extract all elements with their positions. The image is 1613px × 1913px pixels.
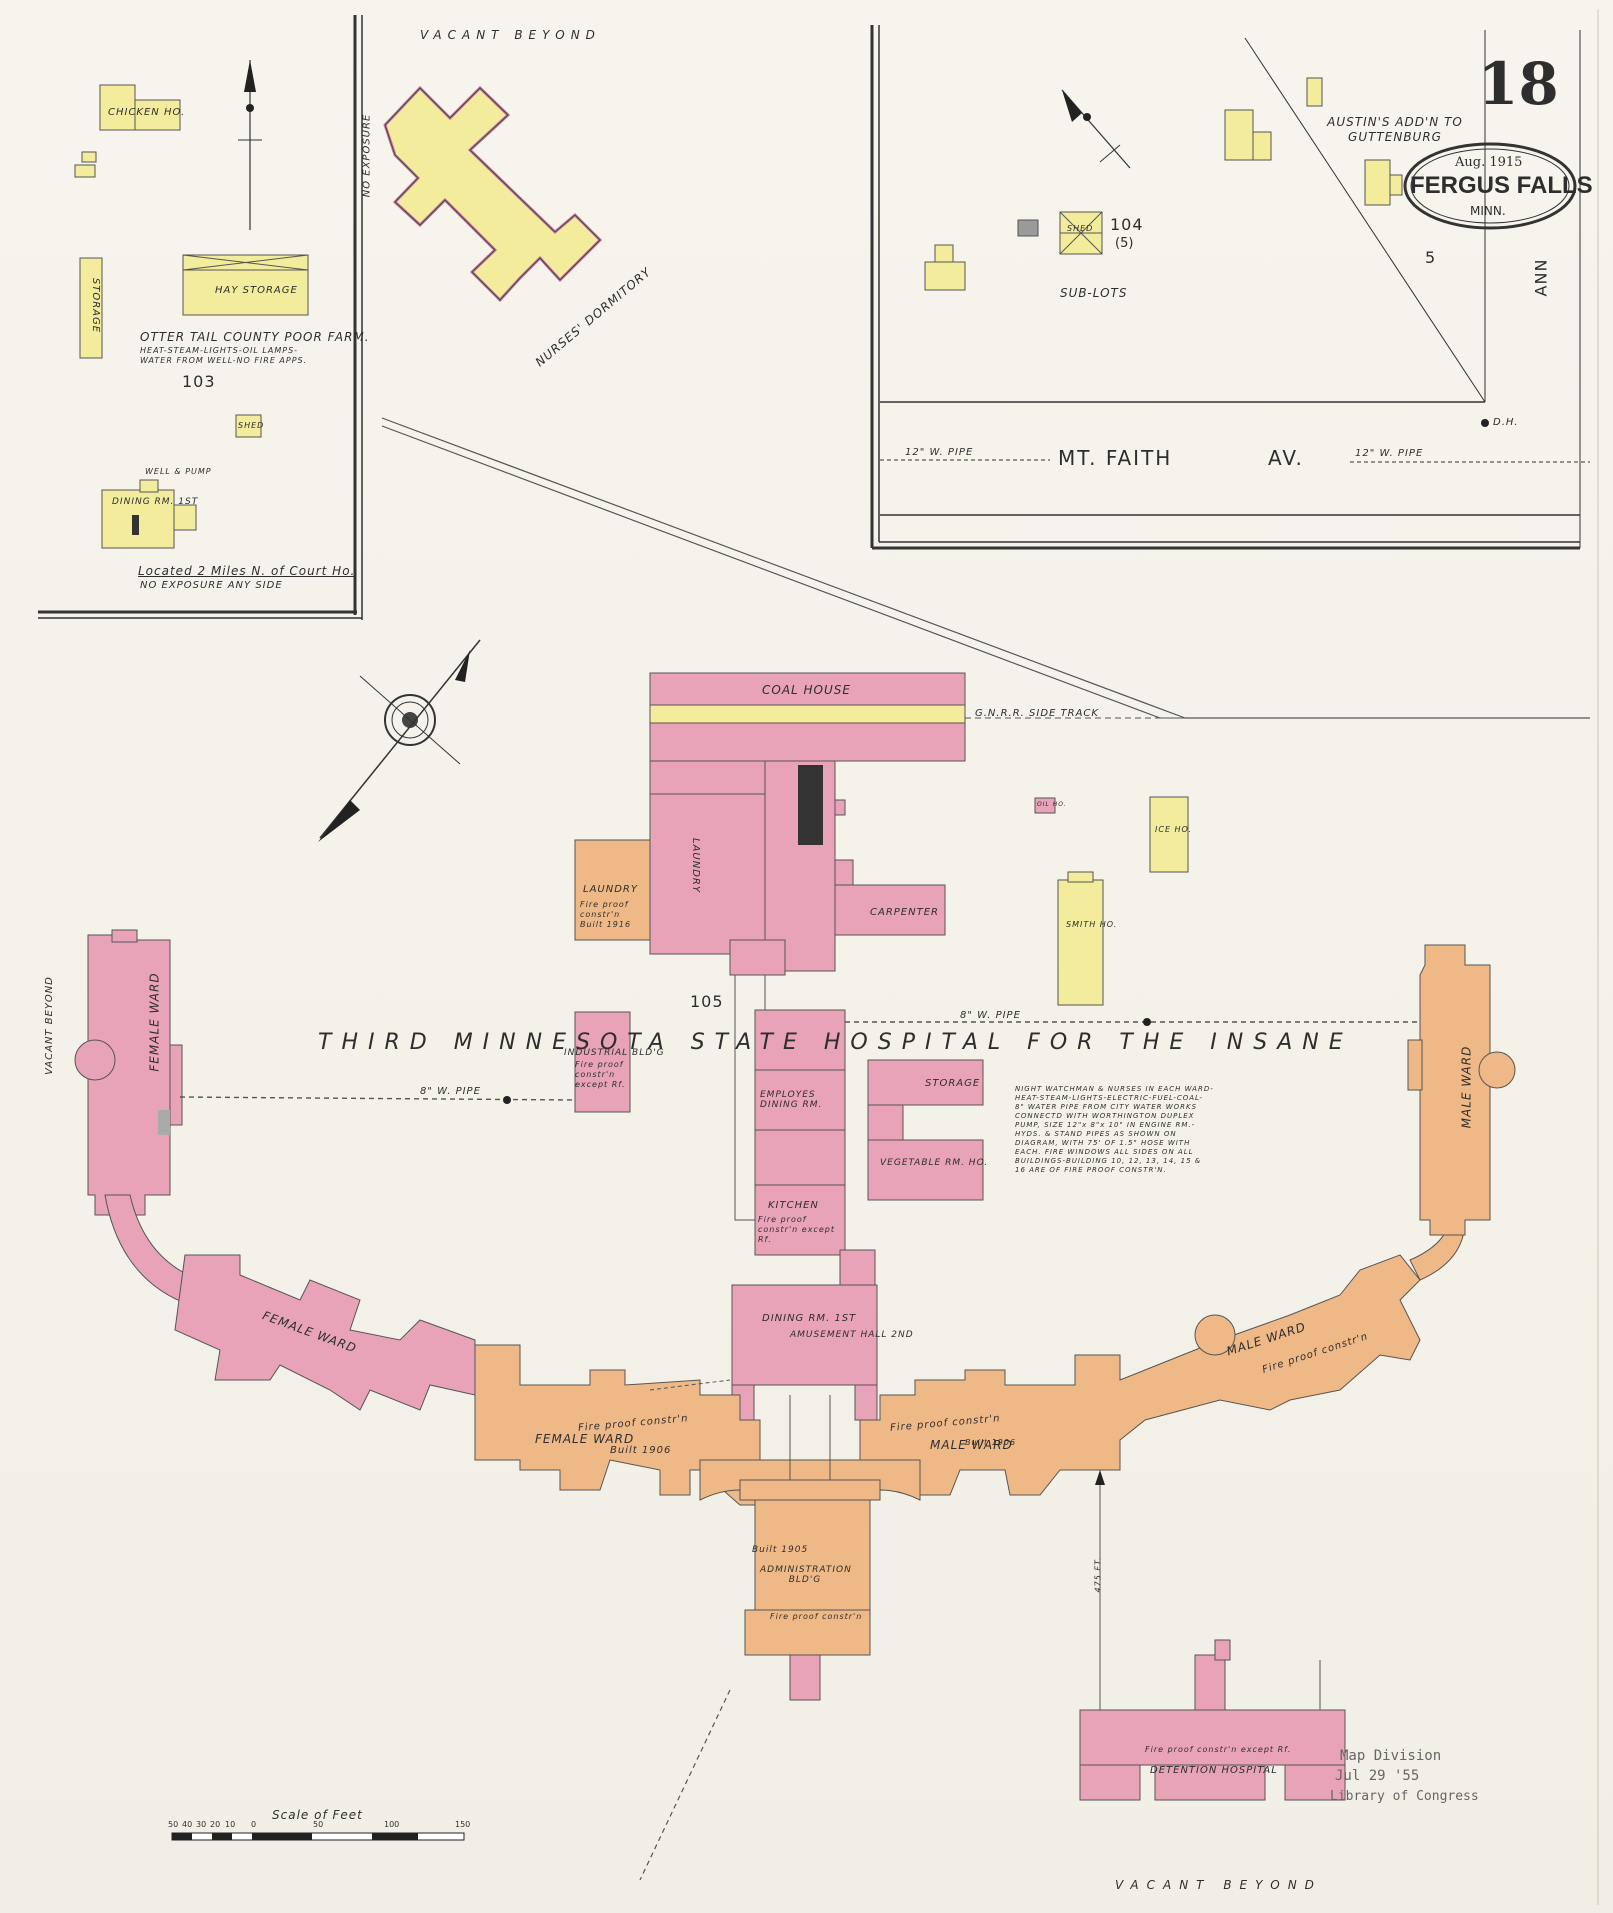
- poor-farm-shed: SHED: [238, 421, 265, 430]
- storage-label: STORAGE: [925, 1078, 981, 1089]
- vacant-beyond-top: VACANT BEYOND: [420, 28, 601, 42]
- subdivision-buildings: [924, 77, 1403, 291]
- poor-farm-dining: DINING RM. 1ST: [112, 497, 199, 507]
- administration-label: ADMINISTRATION BLD'G: [760, 1565, 852, 1585]
- scale-tick-3: 20: [210, 1820, 221, 1829]
- female-ward-left: FEMALE WARD: [147, 972, 162, 1072]
- scale-tick-2: 30: [196, 1820, 207, 1829]
- industrial-label: INDUSTRIAL BLD'G: [564, 1048, 665, 1058]
- amusement-label: AMUSEMENT HALL 2ND: [790, 1330, 914, 1340]
- vacant-left: VACANT BEYOND: [43, 976, 55, 1075]
- subdivision-sublot: (5): [1115, 236, 1134, 251]
- male-ward-center: MALE WARD: [930, 1438, 1013, 1452]
- inset-poor-farm-frame: [38, 15, 363, 620]
- female-ward-center: FEMALE WARD: [535, 1432, 635, 1446]
- detention-label: DETENTION HOSPITAL: [1150, 1765, 1278, 1776]
- poor-farm-location: Located 2 Miles N. of Court Ho.: [138, 564, 356, 578]
- oil-house-label: OIL HO.: [1037, 801, 1067, 808]
- poor-farm-storage: STORAGE: [90, 277, 102, 334]
- subdivision-sublots: SUB-LOTS: [1060, 286, 1128, 300]
- street-ann: ANN: [1531, 258, 1551, 297]
- smith-label: SMITH HO.: [1066, 920, 1118, 929]
- employes-label: EMPLOYES DINING RM.: [760, 1090, 823, 1110]
- no-exposure-label: NO EXPOSURE: [361, 113, 373, 198]
- north-arrow-poor-farm: [238, 60, 262, 230]
- poor-farm-buildings: [74, 84, 309, 549]
- state-name: MINN.: [1470, 204, 1506, 218]
- kitchen-label: KITCHEN: [768, 1200, 819, 1211]
- stamp-line2: Jul 29 '55: [1335, 1768, 1420, 1784]
- coal-house-label: COAL HOUSE: [762, 683, 851, 697]
- industrial-note: Fire proof constr'n except Rf.: [575, 1060, 626, 1089]
- stamp-line3: Library of Congress: [1330, 1789, 1479, 1804]
- pipe-12-left: 12" W. PIPE: [905, 447, 974, 458]
- laundry-note: Fire proof constr'n Built 1916: [580, 900, 632, 929]
- dining-label: DINING RM. 1ST: [762, 1313, 857, 1324]
- hospital-block: 105: [690, 992, 724, 1011]
- poor-farm-note: HEAT-STEAM-LIGHTS-OIL LAMPS- WATER FROM …: [140, 346, 308, 365]
- sheet-number: 18: [1478, 50, 1559, 118]
- built-1905-admin: Built 1905: [752, 1545, 809, 1555]
- sheet-date: Aug. 1915: [1455, 155, 1523, 170]
- street-mt-faith: MT. FAITH: [1058, 446, 1173, 470]
- built-1906-male: Built 1906: [965, 1438, 1017, 1447]
- hospital-complex: [74, 672, 1516, 1881]
- north-arrow-subdivision: [1061, 89, 1131, 169]
- laundry-label: LAUNDRY: [583, 884, 638, 895]
- scale-tick-4: 10: [225, 1820, 236, 1829]
- poor-farm-exposure: NO EXPOSURE ANY SIDE: [140, 580, 283, 591]
- built-1906-female: Built 1906: [610, 1445, 672, 1456]
- poor-farm-hay: HAY STORAGE: [215, 285, 298, 296]
- hospital-note: NIGHT WATCHMAN & NURSES IN EACH WARD- HE…: [1015, 1085, 1214, 1174]
- male-ward-right: MALE WARD: [1459, 1045, 1474, 1129]
- vegetable-label: VEGETABLE RM. HO.: [880, 1158, 989, 1168]
- subdivision-addition: AUSTIN'S ADD'N TO GUTTENBURG: [1327, 115, 1463, 144]
- detention-note: Fire proof constr'n except Rf.: [1145, 1745, 1292, 1754]
- carpenter-label: CARPENTER: [870, 907, 939, 918]
- poor-farm-block: 103: [182, 372, 216, 391]
- scale-tick-5: 0: [251, 1820, 257, 1829]
- scale-tick-6: 50: [313, 1820, 324, 1829]
- hospital-name: THIRD MINNESOTA STATE HOSPITAL FOR THE I…: [318, 1030, 1353, 1055]
- poor-farm-chicken: CHICKEN HO.: [108, 107, 186, 118]
- pipe-12-right: 12" W. PIPE: [1355, 448, 1424, 459]
- nurses-dormitory: [383, 85, 603, 303]
- city-name: FERGUS FALLS: [1410, 172, 1593, 199]
- scale-label: Scale of Feet: [272, 1808, 363, 1822]
- gnrr-label: G.N.R.R. SIDE TRACK: [975, 708, 1099, 719]
- vacant-bottom: VACANT BEYOND: [1115, 1878, 1322, 1892]
- pipe-8-right: 8" W. PIPE: [960, 1010, 1021, 1021]
- poor-farm-title: OTTER TAIL COUNTY POOR FARM.: [140, 330, 370, 344]
- inset-subdivision-frame: [870, 25, 1590, 550]
- compass-rose: [318, 639, 481, 842]
- scale-tick-0: 50: [168, 1820, 179, 1829]
- poor-farm-well: WELL & PUMP: [145, 467, 212, 476]
- railroad-track: [381, 417, 1590, 719]
- subdivision-block: 104: [1110, 215, 1144, 234]
- kitchen-note: Fire proof constr'n except Rf.: [758, 1215, 835, 1244]
- scale-tick-1: 40: [182, 1820, 193, 1829]
- ice-house-label: ICE HO.: [1155, 825, 1193, 834]
- scale-tick-7: 100: [384, 1820, 400, 1829]
- scale-tick-8: 150: [455, 1820, 471, 1829]
- fireproof-admin: Fire proof constr'n: [770, 1612, 863, 1621]
- scale-bar: [171, 1832, 465, 1841]
- distance-label: 475 FT.: [1093, 1556, 1103, 1593]
- dh-subdivision: D.H.: [1493, 417, 1519, 428]
- laundry-vertical: LAUNDRY: [689, 838, 701, 893]
- stamp-line1: Map Division: [1340, 1748, 1442, 1764]
- pipe-8-left: 8" W. PIPE: [420, 1086, 481, 1097]
- subdivision-shed: SHED: [1067, 224, 1094, 233]
- subdivision-lot: 5: [1425, 248, 1437, 267]
- street-av: AV.: [1268, 446, 1304, 470]
